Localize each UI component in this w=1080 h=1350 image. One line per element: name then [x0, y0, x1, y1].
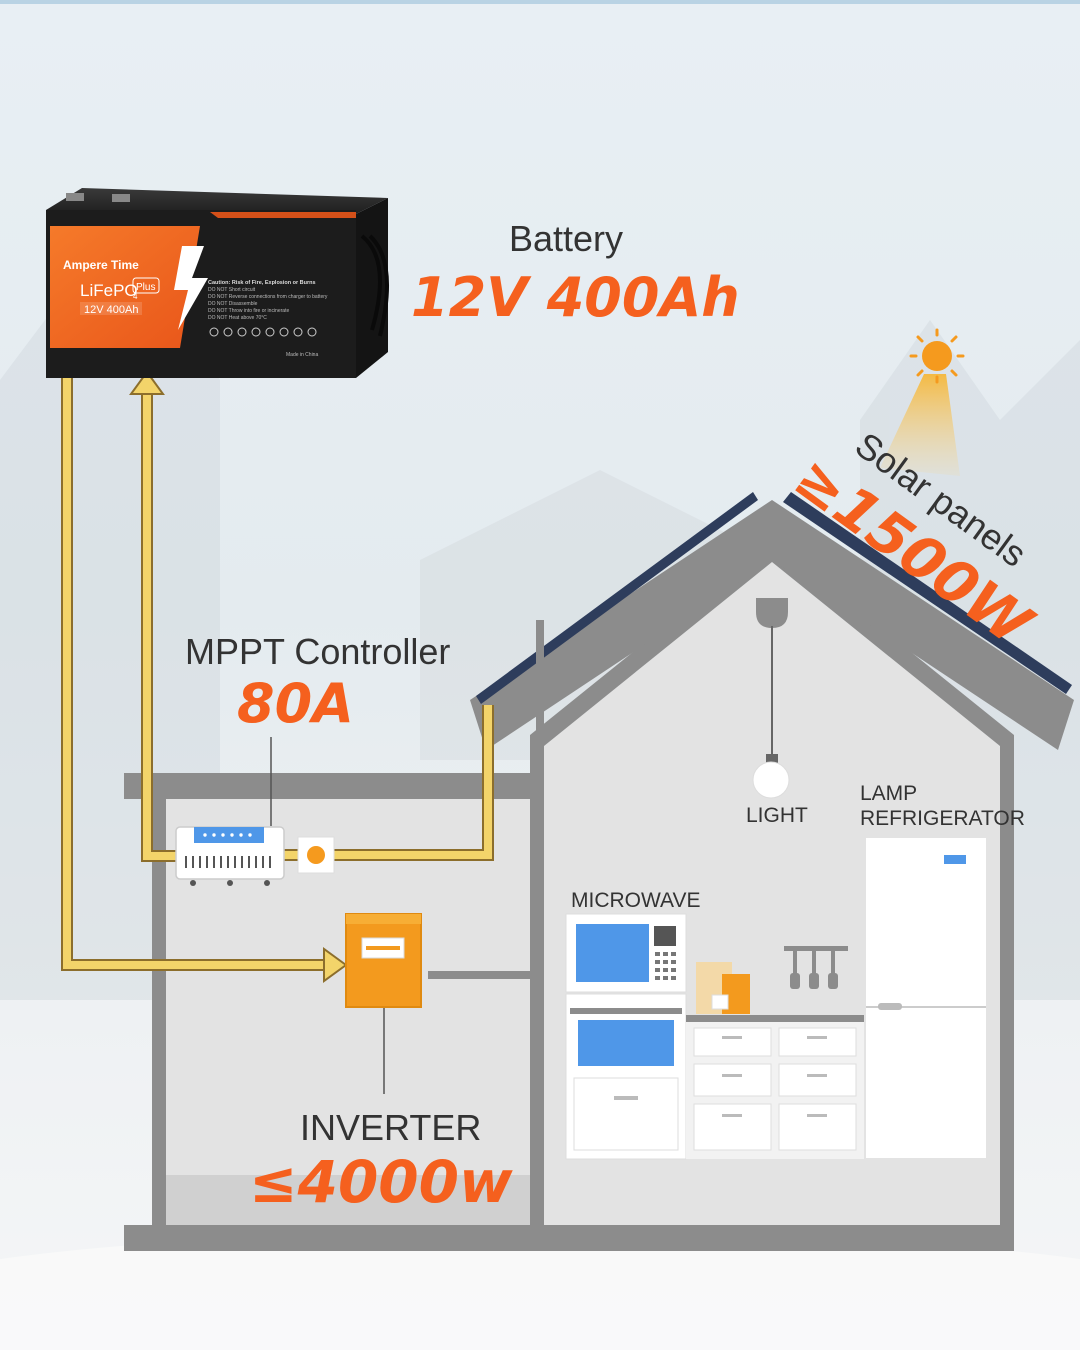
oven-window [578, 1020, 674, 1066]
solar-panel-left [476, 492, 758, 704]
inverter-label: INVERTER [300, 1107, 482, 1148]
breaker-indicator-icon [307, 846, 325, 864]
annex-floor [166, 1175, 544, 1225]
svg-text:4: 4 [133, 292, 138, 301]
battery: Ampere Time LiFePO 4 Plus 12V 400Ah Caut… [46, 188, 390, 378]
terminal-right [112, 194, 130, 202]
refrigerator-label: REFRIGERATOR [860, 807, 1025, 830]
certification-icons [209, 327, 317, 337]
mppt-controller-spec: 80A [237, 672, 354, 735]
ground [124, 1225, 1014, 1251]
battery-top [46, 188, 388, 214]
cup-icon [711, 994, 729, 1010]
battery-handle [360, 234, 390, 337]
svg-text:DO NOT Reverse connections fro: DO NOT Reverse connections from charger … [208, 294, 328, 300]
counter-top [686, 1015, 864, 1022]
battery-spec: 12V 400Ah [411, 266, 740, 329]
ceiling-light [752, 598, 790, 799]
kitchen [565, 913, 864, 1160]
mppt-controller-label: MPPT Controller [185, 631, 451, 672]
lamp-label: LAMP [860, 782, 918, 805]
sun-icon [922, 341, 952, 371]
battery-plus-badge: Plus [136, 282, 155, 293]
microwave-window [576, 924, 649, 982]
battery-made-in: Made in China [286, 352, 318, 358]
svg-text:DO NOT Throw into fire or inci: DO NOT Throw into fire or incinerate [208, 308, 289, 314]
fridge-display [944, 855, 966, 864]
wires [61, 368, 544, 983]
sun-beam [880, 374, 960, 476]
inverter [345, 913, 422, 1008]
battery-label [50, 226, 200, 348]
arrow-up-icon [129, 370, 165, 395]
lightning-icon [174, 246, 208, 330]
inverter-spec: ≤4000w [249, 1148, 513, 1216]
battery-side [356, 198, 388, 378]
controller-display [194, 827, 264, 843]
utensil-rack-icon [784, 946, 848, 989]
light-bulb-icon [752, 761, 790, 799]
annex-wall [152, 799, 166, 1228]
microwave-label: MICROWAVE [571, 889, 701, 912]
annex-roof [124, 773, 534, 799]
mppt-controller [175, 826, 335, 886]
main-roof [470, 500, 1074, 750]
svg-text:DO NOT Short circuit: DO NOT Short circuit [208, 287, 256, 293]
light-label: LIGHT [746, 804, 808, 827]
battery-brand: Ampere Time [63, 258, 139, 272]
svg-text:DO NOT Heat above 70°C: DO NOT Heat above 70°C [208, 315, 267, 321]
battery-chemistry: LiFePO [80, 281, 138, 300]
arrow-right-icon [323, 947, 348, 983]
terminal-left [66, 193, 84, 201]
pointer-lines [270, 737, 385, 1094]
sun [880, 328, 965, 476]
battery-rating: 12V 400Ah [84, 304, 138, 316]
battery-label: Battery [509, 218, 624, 259]
battery-caution-title: Caution: Risk of Fire, Explosion or Burn… [208, 280, 316, 286]
svg-text:DO NOT Disassemble: DO NOT Disassemble [208, 301, 258, 307]
refrigerator [866, 838, 986, 1158]
solar-panel-right [783, 492, 1072, 694]
